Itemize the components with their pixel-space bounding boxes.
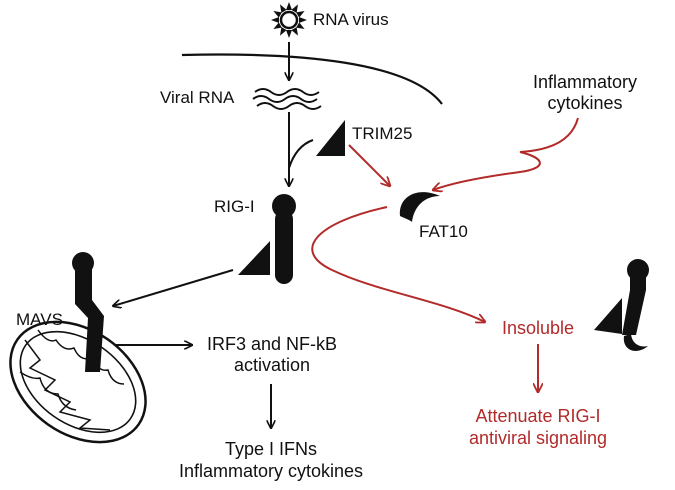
attenuate-label-line2: antiviral signaling — [468, 428, 608, 448]
cytokines-to-fat10-arrow — [433, 117, 579, 190]
rig-i-label: RIG-I — [214, 197, 255, 216]
rigi-to-mavs-arrow — [113, 269, 234, 306]
rna-virus-label: RNA virus — [313, 10, 389, 29]
insoluble-label: Insoluble — [501, 318, 575, 338]
trim25-to-fat10-arrow — [348, 144, 390, 186]
fat10-to-insoluble-arrow — [311, 206, 485, 322]
type1-ifn-label-line1: Type I IFNs — [224, 439, 318, 459]
mitochondrion-icon — [9, 320, 147, 444]
inflammatory-cytokines-label-line1: Inflammatory — [532, 72, 638, 92]
rigi-bound-trim25-icon — [238, 241, 270, 275]
irf3-label-line1: IRF3 and NF-kB — [206, 334, 338, 354]
insoluble-complex-icon — [594, 259, 649, 351]
rna-icon — [252, 88, 322, 110]
trim25-join-curve — [288, 139, 314, 169]
virus-icon — [271, 2, 307, 38]
mavs-icon — [72, 252, 104, 372]
rigi-icon — [272, 194, 296, 284]
mavs-label: MAVS — [16, 310, 63, 329]
type1-ifn-label-line2: Inflammatory cytokines — [178, 461, 364, 481]
attenuate-label-line1: Attenuate RIG-I — [475, 406, 601, 426]
viral-rna-label: Viral RNA — [160, 88, 235, 107]
cell-membrane — [181, 53, 443, 105]
trim25-icon — [316, 120, 345, 156]
fat10-label: FAT10 — [419, 222, 468, 241]
inflammatory-cytokines-label-line2: cytokines — [547, 93, 623, 113]
fat10-icon — [399, 192, 440, 222]
trim25-label: TRIM25 — [352, 124, 413, 143]
irf3-label-line2: activation — [233, 355, 311, 375]
